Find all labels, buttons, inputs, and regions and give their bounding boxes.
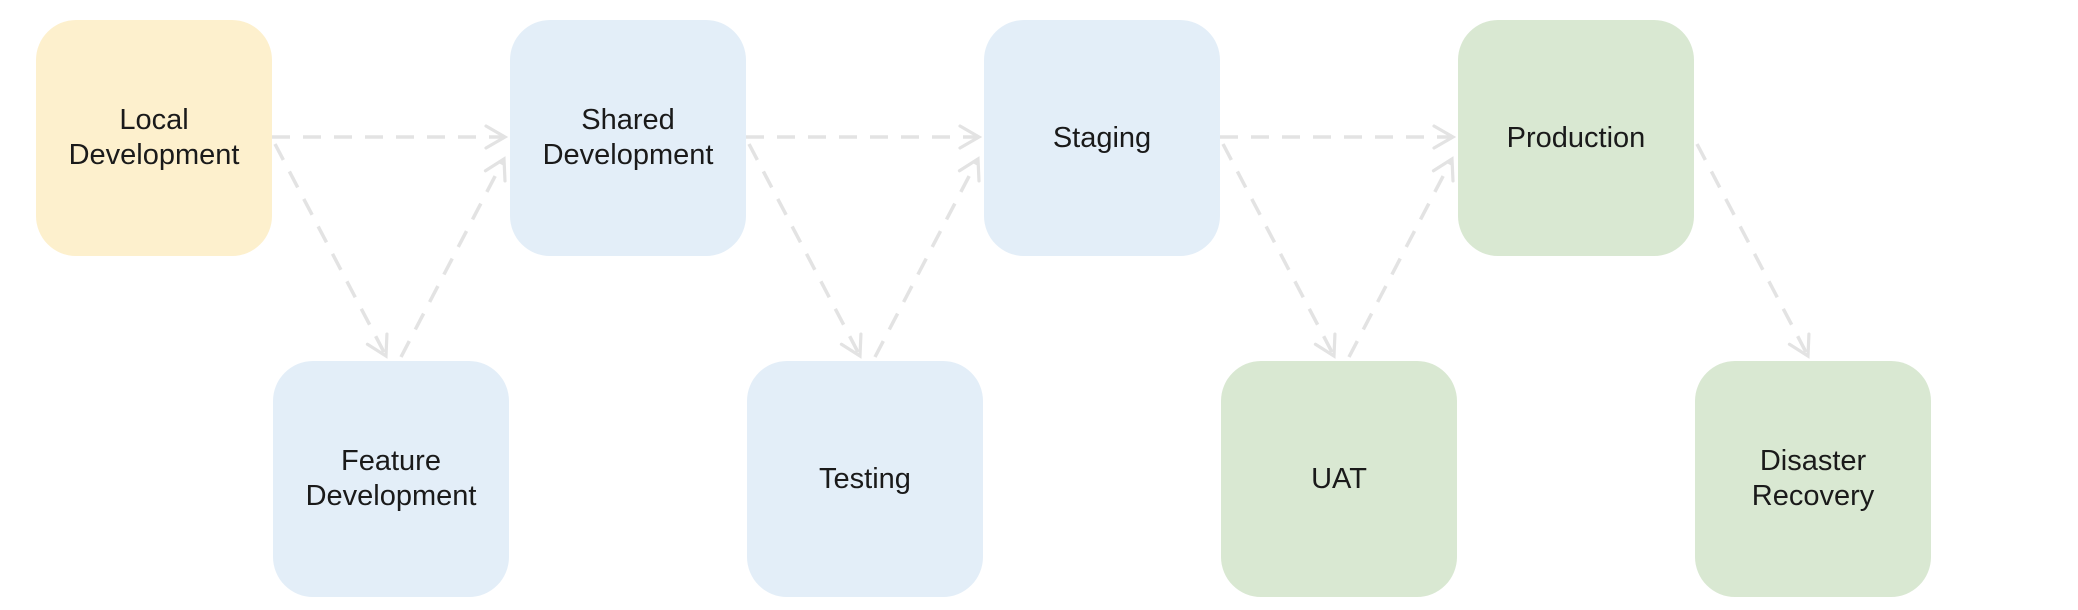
node-label: Shared Development: [542, 104, 714, 171]
node-label: Production: [1506, 121, 1646, 154]
edge-local-development-to-feature-development: [273, 143, 389, 359]
node-disaster-recovery: Disaster Recovery: [1695, 361, 1931, 597]
node-staging: Staging: [984, 20, 1220, 256]
edge-testing-to-staging: [873, 156, 981, 358]
edge-staging-to-uat: [1221, 143, 1337, 359]
edge-shared-development-to-testing: [747, 143, 863, 359]
node-testing: Testing: [747, 361, 983, 597]
node-label: Local Development: [68, 104, 240, 171]
node-local-development: Local Development: [36, 20, 272, 256]
node-feature-development: Feature Development: [273, 361, 509, 597]
node-shared-development: Shared Development: [510, 20, 746, 256]
node-label: Disaster Recovery: [1751, 445, 1875, 512]
node-production: Production: [1458, 20, 1694, 256]
edge-production-to-disaster-recovery: [1695, 143, 1811, 359]
node-label: Staging: [1052, 121, 1152, 154]
node-label: Feature Development: [305, 445, 477, 512]
node-label: Testing: [819, 462, 911, 495]
node-label: UAT: [1311, 462, 1367, 495]
edge-uat-to-production: [1347, 156, 1455, 358]
edge-feature-development-to-shared-development: [399, 156, 507, 358]
node-uat: UAT: [1221, 361, 1457, 597]
